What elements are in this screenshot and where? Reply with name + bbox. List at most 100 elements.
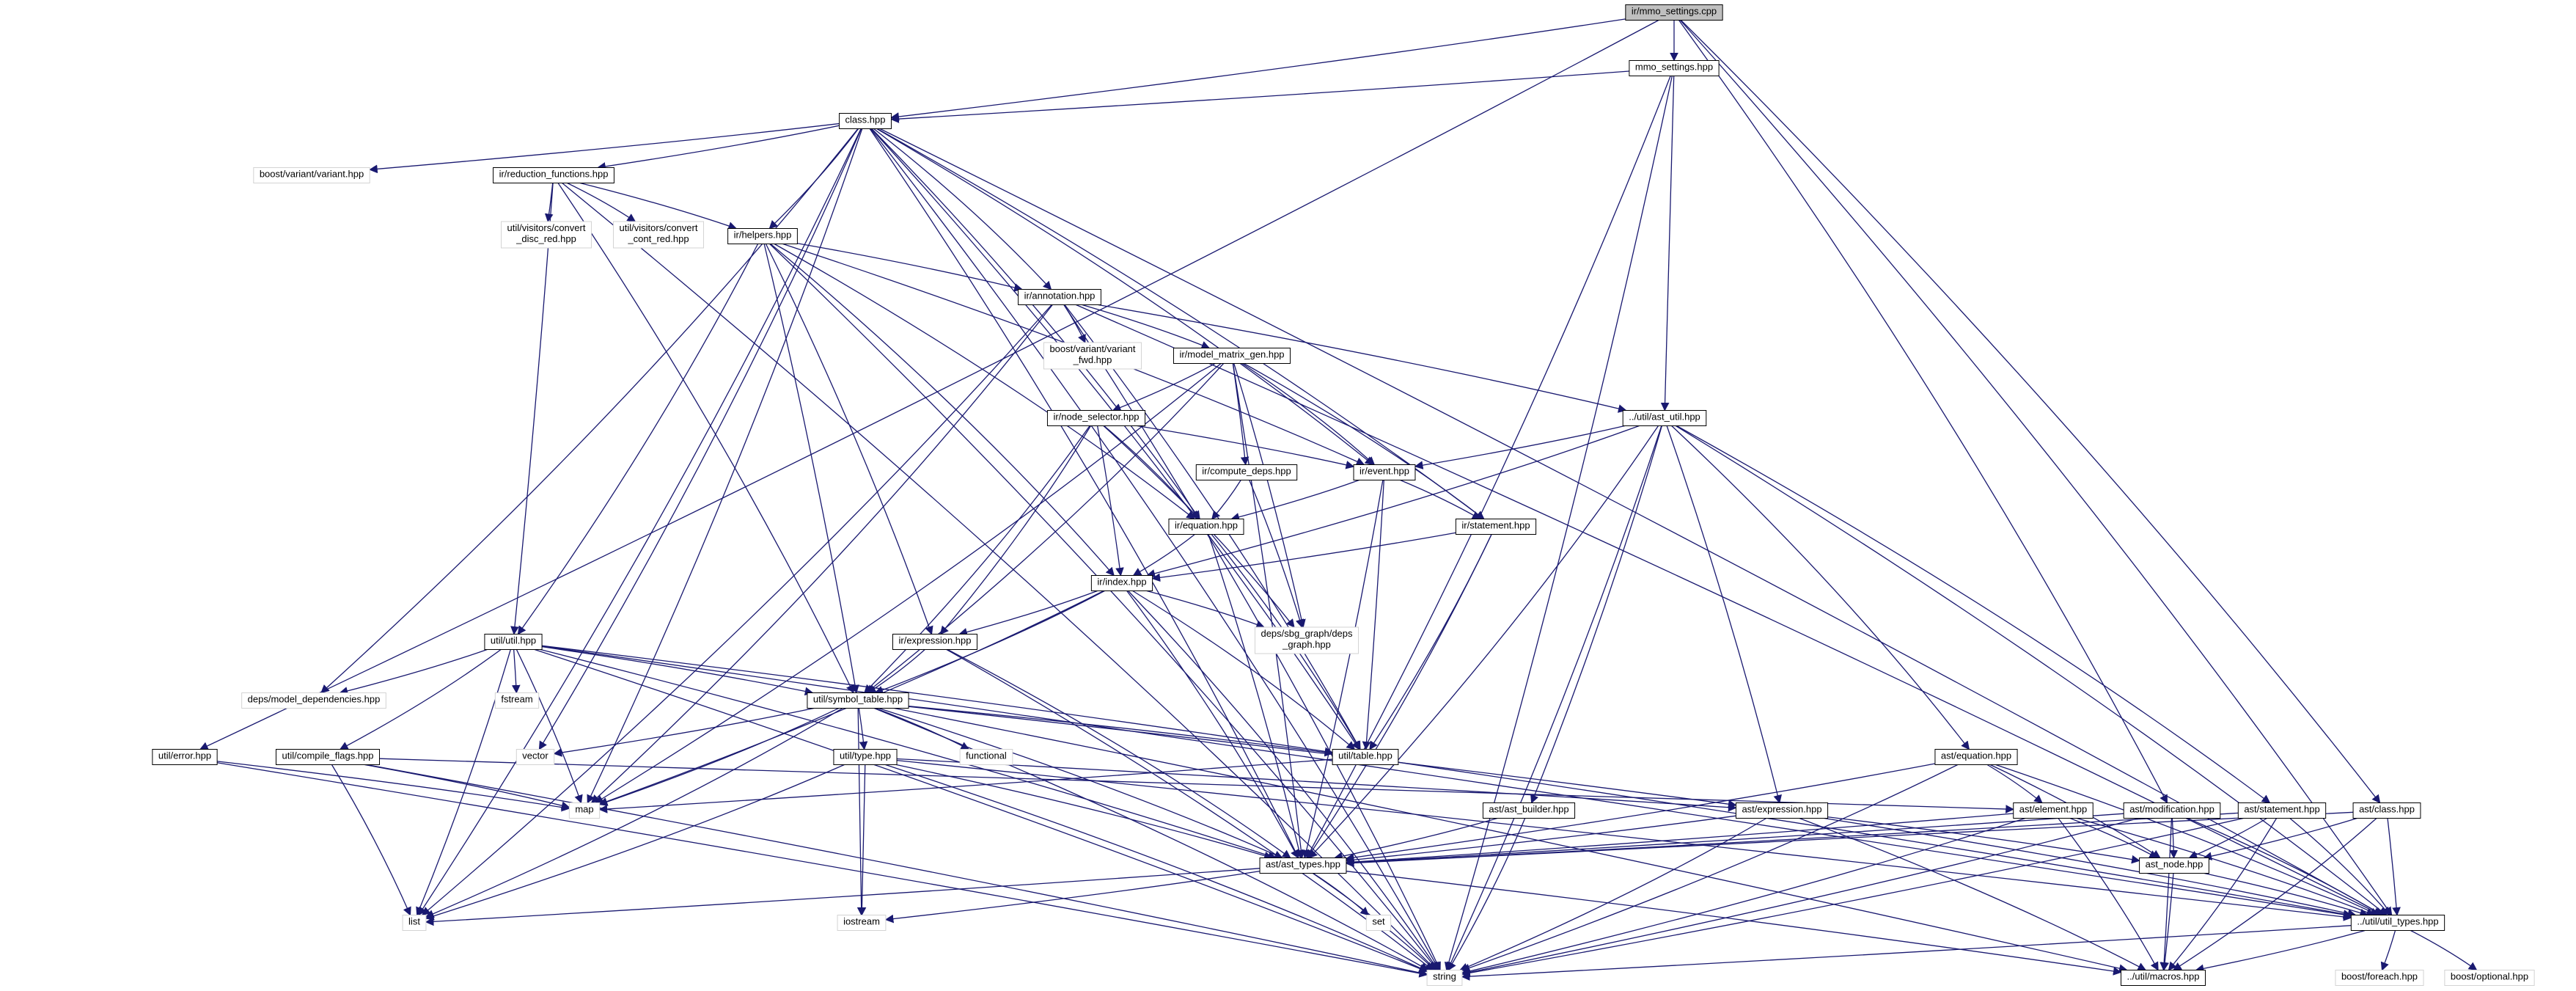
node-ast-class[interactable]: ast/class.hpp: [2352, 802, 2421, 819]
edge-equation-to-index: [1132, 533, 1195, 577]
node-root[interactable]: ir/mmo_settings.cpp: [1625, 4, 1723, 21]
node-conv-disc: util/visitors/convert_disc_red.hpp: [501, 221, 592, 249]
node-ast-builder[interactable]: ast/ast_builder.hpp: [1482, 802, 1576, 819]
node-reduction[interactable]: ir/reduction_functions.hpp: [493, 167, 614, 183]
edge-annotation-to-util-types: [1076, 304, 2382, 916]
edge-symbol-table-to-ast-types: [878, 707, 1283, 859]
node-box: [1353, 464, 1416, 480]
node-label: util/visitors/convert_disc_red.hpp: [507, 222, 586, 244]
node-node-selector[interactable]: ir/node_selector.hpp: [1046, 410, 1146, 426]
node-label: ast/element.hpp: [2019, 804, 2088, 815]
node-equation[interactable]: ir/equation.hpp: [1168, 519, 1244, 535]
node-util-util[interactable]: util/util.hpp: [484, 634, 543, 650]
node-box: [275, 749, 381, 765]
edge-ast-util-to-ast-types: [1308, 425, 1659, 859]
edge-symbol-table-to-iostream: [856, 708, 866, 916]
node-label: ast/ast_builder.hpp: [1489, 804, 1568, 815]
edge-util-type-to-util-types: [896, 760, 2352, 921]
edge-statement-to-index: [1151, 532, 1456, 582]
node-ast-node[interactable]: ast_node.hpp: [2139, 857, 2209, 874]
node-compute-deps[interactable]: ir/compute_deps.hpp: [1195, 464, 1298, 480]
node-box: [515, 749, 555, 765]
node-box: [2123, 802, 2221, 819]
node-util-error[interactable]: util/error.hpp: [152, 749, 218, 765]
node-box: [1254, 626, 1359, 654]
edge-util-error-to-string: [217, 762, 1428, 978]
node-box: [1625, 4, 1723, 21]
edge-class-hpp-to-annotation: [873, 128, 1052, 290]
node-compile-flags[interactable]: util/compile_flags.hpp: [275, 749, 381, 765]
node-table[interactable]: util/table.hpp: [1332, 749, 1399, 765]
edge-helpers-to-annotation: [797, 243, 1023, 292]
node-box: [1365, 915, 1392, 931]
edge-ast-element-to-util-types: [2077, 817, 2375, 917]
node-box: [833, 749, 898, 765]
node-label: util/table.hpp: [1338, 750, 1392, 761]
edge-helpers-to-equation: [774, 243, 1195, 520]
node-deps-graph: deps/sbg_graph/deps_graph.hpp: [1254, 626, 1359, 654]
node-util-type[interactable]: util/type.hpp: [833, 749, 898, 765]
edge-class-hpp-to-ast-types: [869, 128, 1299, 859]
edge-node-selector-to-event: [1137, 425, 1355, 469]
node-macros[interactable]: ../util/macros.hpp: [2121, 970, 2206, 986]
node-label: boost/optional.hpp: [2451, 971, 2528, 982]
node-expression-ir[interactable]: ir/expression.hpp: [892, 634, 977, 650]
node-symbol-table[interactable]: util/symbol_table.hpp: [807, 692, 909, 709]
edge-root-to-class-hpp: [890, 18, 1626, 121]
node-ast-modification[interactable]: ast/modification.hpp: [2123, 802, 2221, 819]
edge-event-to-ast-types: [1302, 480, 1384, 859]
edge-table-to-map: [598, 758, 1333, 813]
edge-expression-ir-to-symbol-table: [867, 649, 925, 694]
node-event[interactable]: ir/event.hpp: [1353, 464, 1416, 480]
edge-ast-util-to-ast-equation: [1671, 425, 1970, 750]
edge-util-util-to-ast-types: [540, 648, 1277, 860]
node-box: [2350, 915, 2445, 931]
node-box: [1482, 802, 1576, 819]
node-label: list: [408, 916, 420, 927]
node-label: vector: [522, 750, 548, 761]
edge-ast-expression-to-ast-types: [1345, 815, 1736, 865]
node-set: set: [1365, 915, 1392, 931]
node-ast-expression[interactable]: ast/expression.hpp: [1735, 802, 1829, 819]
node-box: [1622, 410, 1707, 426]
edge-class-hpp-to-list: [418, 128, 862, 916]
node-model-matrix[interactable]: ir/model_matrix_gen.hpp: [1173, 348, 1291, 364]
node-ast-equation[interactable]: ast/equation.hpp: [1934, 749, 2018, 765]
edge-util-util-to-map: [515, 649, 583, 804]
node-label: ast/statement.hpp: [2244, 804, 2319, 815]
edge-table-to-util-types: [1398, 761, 2352, 918]
node-helpers[interactable]: ir/helpers.hpp: [727, 228, 798, 244]
edge-ast-equation-to-ast-element: [1986, 764, 2043, 804]
node-ast-types[interactable]: ast/ast_types.hpp: [1259, 857, 1347, 874]
node-util-types[interactable]: ../util/util_types.hpp: [2350, 915, 2445, 931]
edge-class-hpp-to-statement: [877, 128, 1485, 520]
node-box: [2444, 970, 2535, 986]
edge-annotation-to-model-matrix: [1082, 304, 1211, 349]
node-label: ir/node_selector.hpp: [1053, 412, 1139, 423]
edge-util-type-to-iostream: [857, 764, 867, 916]
edge-model-matrix-to-event: [1241, 362, 1376, 466]
edge-annotation-to-list: [421, 304, 1052, 916]
edge-class-hpp-to-string: [870, 128, 1440, 971]
node-box: [568, 802, 601, 819]
edge-util-error-to-map: [217, 761, 570, 812]
node-ast-statement[interactable]: ast/statement.hpp: [2237, 802, 2327, 819]
edge-ast-modification-to-string: [1461, 817, 2139, 977]
nodes-layer: ir/mmo_settings.cpp mmo_settings.hppclass…: [152, 4, 2535, 986]
node-box: [2237, 802, 2327, 819]
edge-mmo-settings-hpp-to-class-hpp: [890, 70, 1629, 123]
edge-equation-to-ast-types: [1208, 534, 1304, 859]
node-mmo-settings-hpp[interactable]: mmo_settings.hpp: [1629, 60, 1720, 76]
node-index[interactable]: ir/index.hpp: [1090, 575, 1153, 591]
node-ast-element[interactable]: ast/element.hpp: [2013, 802, 2094, 819]
edge-util-type-to-ast-expression: [897, 758, 1737, 812]
node-ast-util[interactable]: ../util/ast_util.hpp: [1622, 410, 1707, 426]
node-statement[interactable]: ir/statement.hpp: [1455, 519, 1537, 535]
node-box: [613, 221, 704, 249]
node-annotation[interactable]: ir/annotation.hpp: [1018, 289, 1101, 305]
edge-class-hpp-to-vector: [538, 128, 862, 750]
node-class-hpp[interactable]: class.hpp: [839, 113, 892, 129]
node-box: [493, 167, 614, 183]
node-box: [959, 749, 1013, 765]
node-label: boost/variant/variant_fwd.hpp: [1049, 343, 1135, 365]
